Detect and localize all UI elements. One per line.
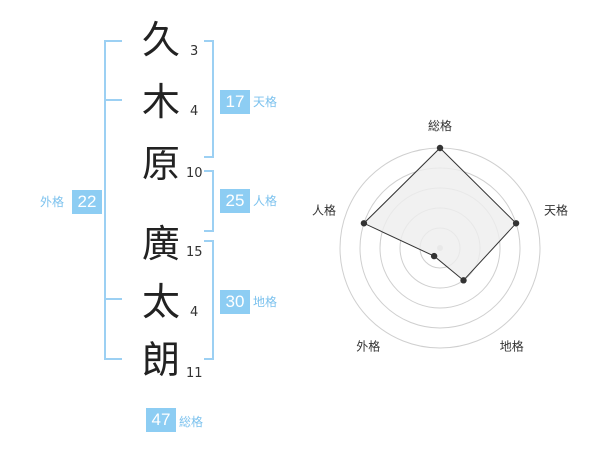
radar-point-5	[360, 220, 368, 227]
name-character-3: 原	[142, 142, 181, 186]
jinkaku-label: 人格	[253, 194, 278, 208]
chikaku-label: 地格	[253, 295, 278, 309]
radar-point-3	[460, 277, 467, 284]
gaikaku-label: 外格	[40, 195, 65, 209]
stroke-count-2: 4	[190, 104, 199, 119]
name-character-4: 廣	[142, 222, 181, 266]
radar-axis-label-4: 外格	[356, 339, 380, 354]
name-character-5: 太	[142, 280, 181, 324]
stroke-count-4: 15	[186, 245, 203, 260]
radar-point-2	[512, 220, 520, 227]
radar-point-4	[430, 252, 438, 260]
tenkaku-badge: 17	[220, 90, 250, 114]
radar-points	[360, 144, 520, 284]
stroke-count-6: 11	[186, 366, 203, 381]
chikaku-badge: 30	[220, 290, 250, 314]
radar-area	[363, 147, 517, 282]
name-character-6: 朗	[142, 338, 181, 382]
radar-axis-label-3: 地格	[500, 339, 524, 354]
jinkaku-badge: 25	[220, 189, 250, 213]
stroke-count-5: 4	[190, 305, 199, 320]
stroke-count-1: 3	[190, 44, 199, 59]
radar-axis-label-2: 天格	[544, 202, 568, 217]
soukaku-badge: 47	[146, 408, 176, 432]
tenkaku-label: 天格	[253, 95, 278, 109]
name-character-2: 木	[142, 80, 181, 124]
stroke-count-3: 10	[186, 166, 203, 181]
radar-polygon	[363, 147, 517, 282]
gaikaku-badge: 22	[72, 190, 102, 214]
radar-point-1	[436, 144, 444, 152]
name-character-1: 久	[142, 18, 181, 62]
radar-axis-label-5: 人格	[312, 202, 336, 217]
radar-axis-label-1: 総格	[428, 118, 452, 133]
soukaku-label: 総格	[179, 415, 204, 429]
